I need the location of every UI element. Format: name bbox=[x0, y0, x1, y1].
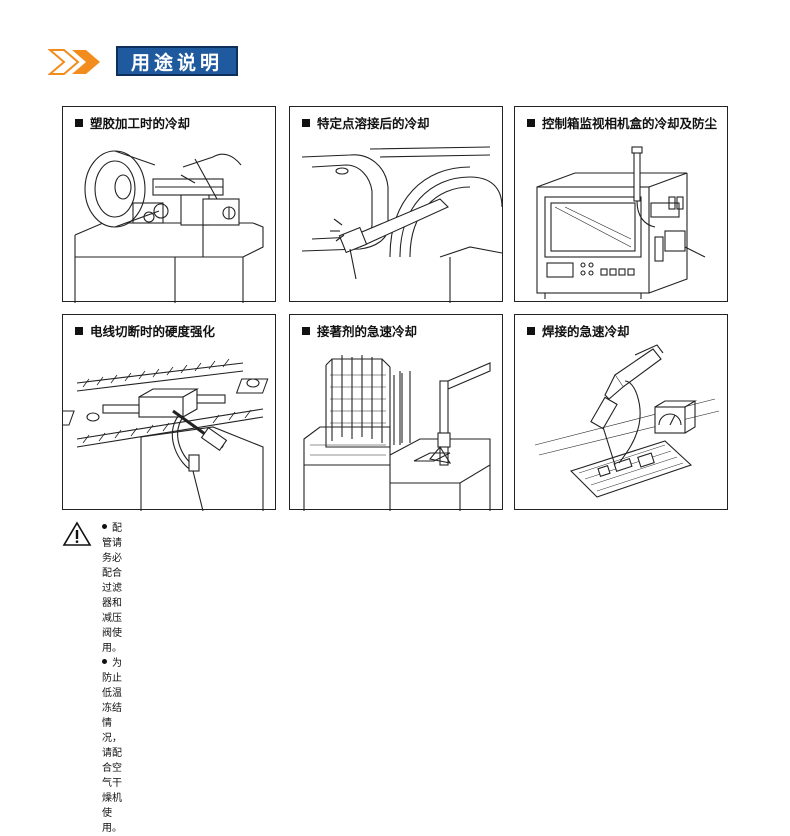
warning-triangle-icon bbox=[62, 521, 92, 546]
soldering-illustration bbox=[534, 344, 720, 498]
panel-adhesive-cooling: 接著剂的急速冷却 bbox=[289, 314, 503, 511]
panel-title: 接著剂的急速冷却 bbox=[302, 324, 492, 340]
lathe-illustration bbox=[74, 150, 264, 303]
panel-soldering-cooling: 焊接的急速冷却 bbox=[514, 314, 728, 510]
note-item: 配管请务必配合过滤器和减压阀使用。 bbox=[102, 523, 122, 654]
control-box-illustration bbox=[536, 146, 706, 299]
panel-title: 焊接的急速冷却 bbox=[527, 324, 717, 340]
panel-plastic-processing: 塑胶加工时的冷却 bbox=[62, 106, 276, 303]
panel-wire-cutting: 电线切断时的硬度强化 bbox=[62, 314, 276, 511]
double-chevron-right-icon bbox=[48, 49, 100, 75]
wire-cutting-illustration bbox=[63, 358, 269, 511]
section-title: 用途说明 bbox=[116, 46, 238, 76]
panel-title: 塑胶加工时的冷却 bbox=[75, 116, 265, 132]
spot-welding-illustration bbox=[301, 146, 503, 303]
panel-title: 特定点溶接后的冷却 bbox=[302, 116, 492, 132]
panel-control-box: 控制箱监视相机盒的冷却及防尘 bbox=[514, 106, 728, 302]
panel-spot-welding: 特定点溶接后的冷却 bbox=[289, 106, 503, 303]
adhesive-illustration bbox=[303, 355, 491, 511]
note-item: 为防止低温冻结情况，请配合空气干燥机使用。 bbox=[102, 658, 122, 834]
notes-list: 配管请务必配合过滤器和减压阀使用。 为防止低温冻结情况，请配合空气干燥机使用。 bbox=[102, 521, 122, 836]
panel-title: 控制箱监视相机盒的冷却及防尘 bbox=[527, 116, 717, 132]
panel-title: 电线切断时的硬度强化 bbox=[75, 324, 265, 340]
